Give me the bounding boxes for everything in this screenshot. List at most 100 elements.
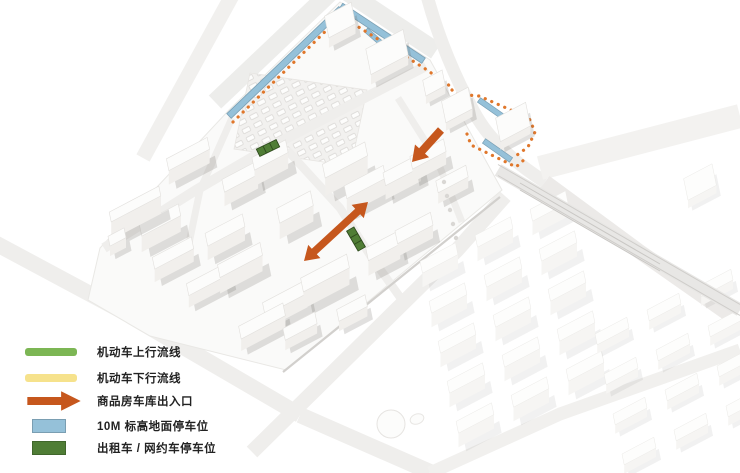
- building-face: [676, 424, 708, 450]
- building: [655, 332, 695, 373]
- building: [217, 242, 272, 299]
- building-face: [385, 167, 421, 200]
- building-face: [241, 315, 286, 351]
- building-face: [483, 256, 523, 288]
- building-face: [495, 101, 531, 143]
- building-face: [624, 448, 656, 473]
- building-face: [435, 164, 469, 194]
- legend-row-garage: 商品房车库出入口: [25, 389, 255, 413]
- building-face: [217, 242, 263, 278]
- building-face: [538, 230, 578, 262]
- building-face: [431, 294, 467, 328]
- building: [204, 213, 253, 265]
- building-face: [300, 253, 350, 293]
- building-face: [322, 141, 368, 179]
- building-face: [412, 151, 447, 183]
- building-face: [719, 365, 740, 386]
- building: [107, 227, 132, 260]
- building: [394, 211, 441, 261]
- building: [501, 336, 548, 386]
- building: [474, 216, 521, 266]
- building-face: [285, 323, 318, 351]
- building-face: [119, 209, 171, 246]
- building: [621, 436, 661, 473]
- taxi-parking-spots: [255, 138, 367, 252]
- building-face: [495, 308, 531, 342]
- site-buildings: [107, 136, 475, 355]
- legend-row-flow-up: 机动车上行流线: [25, 347, 255, 359]
- building-face: [441, 86, 473, 124]
- building-face: [110, 237, 126, 257]
- building: [336, 294, 373, 335]
- building-face: [425, 85, 446, 104]
- building-face: [649, 304, 681, 330]
- building: [538, 230, 585, 280]
- flow-up-line-swatch: [25, 348, 77, 356]
- building-face: [428, 282, 468, 314]
- building: [428, 282, 475, 332]
- building: [419, 242, 466, 292]
- building-face: [148, 224, 190, 257]
- building-face: [397, 225, 433, 257]
- building-face: [238, 302, 286, 340]
- legend: 机动车上行流线 机动车下行流线 商品房车库出入口 10M 标高地面停车位 出租车…: [25, 344, 255, 455]
- building-face: [325, 155, 368, 196]
- building-face: [547, 270, 587, 302]
- building: [594, 316, 634, 357]
- building: [422, 69, 450, 107]
- building: [673, 412, 713, 453]
- building-face: [365, 29, 409, 75]
- legend-label-flow-up: 机动车上行流线: [97, 347, 181, 359]
- building: [683, 163, 721, 211]
- building-face: [336, 294, 368, 322]
- building: [483, 256, 530, 306]
- building: [324, 1, 361, 51]
- trees: [441, 179, 459, 241]
- garage-entrance-arrow: [412, 127, 444, 162]
- building-face: [725, 398, 740, 418]
- building-face: [646, 292, 682, 322]
- garage-entrance-arrows: [304, 127, 444, 261]
- building-face: [455, 402, 495, 434]
- building-face: [486, 268, 522, 302]
- building: [646, 292, 686, 333]
- parking-10m-swatch: [32, 419, 66, 433]
- building-face: [594, 316, 630, 346]
- context-buildings: [419, 163, 740, 473]
- legend-row-taxi: 出租车 / 网约车停车位: [25, 441, 255, 455]
- building-face: [504, 348, 540, 382]
- building-face: [615, 408, 647, 434]
- building-face: [422, 69, 446, 97]
- building-face: [612, 396, 648, 426]
- legend-label-parking-10m: 10M 标高地面停车位: [97, 421, 209, 433]
- legend-row-flow-down: 机动车下行流线: [25, 373, 255, 385]
- building-face: [658, 344, 690, 370]
- legend-row-parking-10m: 10M 标高地面停车位: [25, 419, 255, 433]
- building-face: [474, 216, 514, 248]
- building-face: [710, 321, 740, 346]
- building-face: [168, 149, 210, 185]
- building-face: [606, 368, 638, 394]
- building: [282, 311, 323, 354]
- building-face: [107, 227, 127, 247]
- building-face: [673, 412, 709, 442]
- bridge: [494, 164, 740, 316]
- building-face: [440, 334, 476, 368]
- building-face: [419, 242, 459, 274]
- building-face: [603, 356, 639, 386]
- building: [238, 302, 292, 355]
- building: [716, 353, 740, 389]
- building-face: [550, 282, 586, 316]
- garage-arrow-swatch: [27, 391, 81, 411]
- building-face: [207, 226, 245, 261]
- building-face: [324, 1, 356, 39]
- building-face: [445, 108, 473, 131]
- building-face: [279, 205, 314, 240]
- building-face: [371, 55, 409, 85]
- top-buildings: [324, 1, 535, 153]
- building-face: [716, 353, 740, 378]
- building-face: [166, 136, 210, 172]
- building: [547, 270, 594, 320]
- boundary-wall: [282, 196, 501, 373]
